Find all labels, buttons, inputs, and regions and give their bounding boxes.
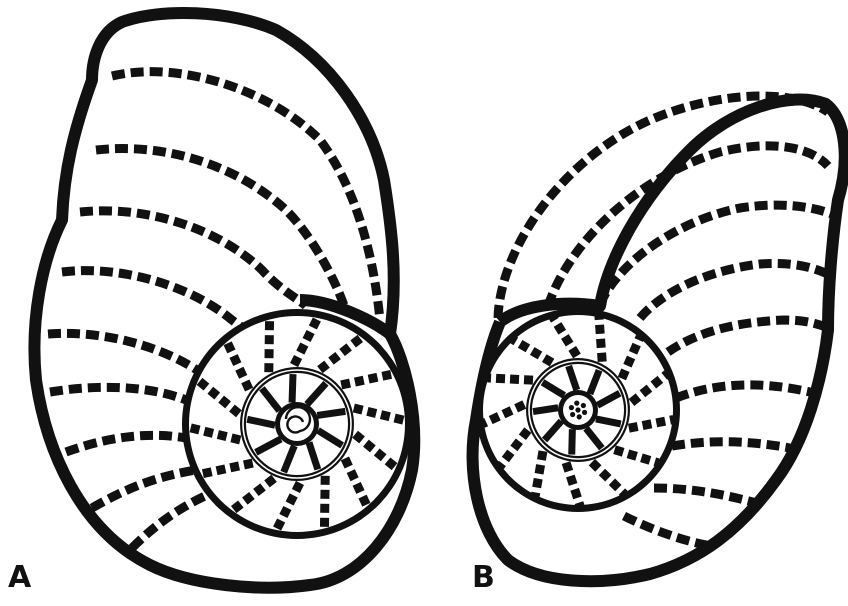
- center-dot: [575, 407, 580, 412]
- figure-label-b: B: [472, 563, 495, 593]
- shell-b-drawing: [473, 96, 845, 581]
- center-dot: [570, 412, 575, 417]
- center-dot: [577, 414, 582, 419]
- center-dot: [574, 401, 579, 406]
- figure-label-a: A: [8, 563, 31, 593]
- shell-a-drawing: [34, 13, 414, 588]
- inner-septum: [596, 419, 621, 424]
- center-dot: [582, 410, 587, 415]
- inner-septum: [292, 374, 293, 402]
- center-dot: [569, 405, 574, 410]
- inner-septum: [533, 408, 558, 412]
- inner-septum: [317, 411, 345, 415]
- inner-septum: [572, 429, 573, 454]
- center-dot: [581, 403, 586, 408]
